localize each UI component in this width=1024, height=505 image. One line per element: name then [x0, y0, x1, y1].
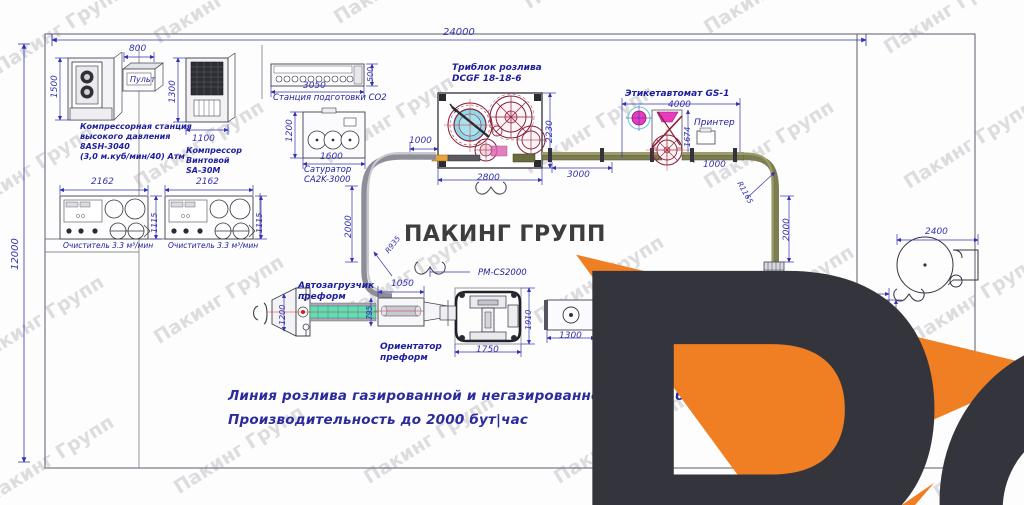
drawing-caption-line-2: Производительность до 2000 бут|час	[228, 412, 529, 428]
preform-orienter-dimensions	[368, 286, 425, 327]
interior-wall-segments	[45, 45, 263, 468]
filling-triblock-dim-width: 2800	[477, 173, 500, 183]
cooling-unit-symbol	[544, 299, 596, 331]
purifier-2-symbol	[164, 195, 256, 240]
conveyor-3000-dimension	[551, 162, 613, 173]
purifier-2-dim-width: 2162	[196, 177, 219, 187]
blow-moulder-label: PM-CS2000	[478, 268, 527, 278]
saturator-label-line: Сатуратор	[304, 165, 352, 175]
compressor-station-dim-height: 1500	[50, 75, 60, 98]
compressor-station-label-line: Компрессорная станция	[80, 122, 192, 131]
preform-orienter-dim-width: 1050	[391, 279, 414, 289]
co2-station-label: Станция подготовки СО2	[273, 93, 387, 103]
overall-width-dimension: 24000	[443, 27, 475, 38]
saturator-dim-height: 1200	[285, 119, 295, 142]
conveyor-right-curve	[743, 152, 779, 272]
purifier-1-symbol	[59, 195, 151, 240]
saturator-label: Сатуратор CA2K-3000	[304, 165, 351, 185]
film-reel-symbol	[893, 236, 979, 302]
purifier-1-label: Очиститель 3.3 м³/мин	[63, 241, 154, 250]
overall-dimension-lines	[18, 34, 867, 463]
preform-orienter-label-line: преформ	[380, 353, 428, 363]
preform-orienter-label-line: Ориентатор	[380, 342, 442, 352]
filling-triblock-label-line: Триблок розлива	[452, 63, 542, 73]
compressor-station-dimension	[55, 57, 68, 121]
purifier-1-dim-height: 1115	[150, 212, 159, 233]
screw-compressor-dimensions	[173, 57, 229, 135]
preform-loader-label: Автозагрузчик преформ	[298, 281, 374, 303]
purifier-1-dimensions	[59, 185, 162, 240]
conveyor-left-vertical-dim: 2000	[344, 215, 354, 238]
control-panel-label: Пульт	[130, 75, 156, 84]
purifier-1-dim-width: 2162	[91, 177, 114, 187]
filling-triblock-dimensions	[409, 92, 556, 185]
conveyor-left-dimensions	[345, 185, 393, 277]
saturator-label-line: CA2K-3000	[304, 175, 351, 185]
preform-loader-symbol	[252, 287, 380, 337]
film-reel-dimension	[896, 234, 979, 245]
filling-triblock-label: Триблок розлива DCGF 18-18-6	[452, 63, 542, 85]
control-panel-symbol	[121, 62, 165, 92]
conveyor-to-triblock-dim: 1000	[409, 136, 432, 146]
screw-compressor-dim-width: 1100	[192, 134, 215, 144]
control-panel-dimension	[123, 52, 155, 62]
preform-loader-label-line: преформ	[298, 292, 346, 302]
labeller-dim-height: 1674	[683, 126, 692, 147]
screw-compressor-label: Компрессор Винтовой SA-30M	[186, 146, 242, 176]
co2-station-dimensions	[270, 63, 378, 97]
screw-compressor-label-line: Винтовой	[186, 156, 230, 165]
screw-compressor-label-line: Компрессор	[186, 146, 242, 155]
purifier-2-label: Очиститель 3.3 м³/мин	[168, 241, 259, 250]
co2-station-dim-height: 500	[366, 66, 375, 82]
conveyor-triblock-to-labeller	[541, 148, 663, 162]
saturator-symbol	[302, 107, 366, 159]
saturator-dimensions	[290, 111, 366, 169]
logo-wordmark: ПАКИНГ ГРУПП	[404, 222, 606, 247]
screw-compressor-dim-height: 1300	[168, 80, 178, 103]
film-reel-dim-width: 2400	[925, 227, 948, 237]
machine-bracket-glyphs	[414, 181, 507, 275]
preform-loader-dim-height: 1200	[278, 304, 287, 325]
conveyor-labeller-out-dim: 1000	[703, 160, 726, 170]
preform-orienter-label: Ориентатор преформ	[380, 342, 442, 364]
purifier-2-dimensions	[164, 185, 267, 240]
conveyor-triblock-to-label-dim: 3000	[567, 170, 590, 180]
blow-moulder-symbol	[439, 287, 522, 345]
filling-triblock-dim-height: 2230	[545, 120, 555, 143]
labeller-dim-width: 4000	[668, 100, 691, 110]
co2-station-dim-width: 3050	[303, 81, 326, 91]
purifier-2-dim-height: 1115	[255, 212, 264, 233]
labeller-symbol	[626, 105, 716, 171]
compressor-station-symbol	[67, 51, 123, 121]
compressor-station-label-line: 8ASH-3040	[80, 142, 130, 151]
control-panel-dim-width: 800	[129, 44, 147, 54]
compressor-station-label-line: (3,0 м.куб/мин/40) Атм	[80, 152, 185, 161]
company-logo: ПАКИНГ ГРУПП	[398, 222, 1024, 505]
saturator-dim-width: 1600	[320, 152, 343, 162]
filling-triblock-label-line: DCGF 18-18-6	[452, 74, 522, 84]
compressor-station-label-line: высокого давления	[80, 132, 171, 141]
compressor-station-label: Компрессорная станция высокого давления …	[80, 122, 192, 162]
blow-moulder-dimensions	[429, 266, 535, 357]
overall-height-dimension: 12000	[10, 238, 21, 270]
logo-mark	[576, 254, 1024, 505]
labeller-label: Этикетавтомат GS-1	[625, 89, 730, 99]
preform-loader-label-line: Автозагрузчик	[298, 281, 375, 291]
co2-station-symbol	[270, 63, 365, 87]
preform-orienter-dim-height: 795	[365, 305, 374, 320]
screw-compressor-label-line: SA-30M	[186, 166, 221, 175]
screw-compressor-symbol	[185, 52, 236, 123]
printer-label: Принтер	[694, 118, 735, 128]
filling-triblock-symbol	[431, 92, 546, 169]
